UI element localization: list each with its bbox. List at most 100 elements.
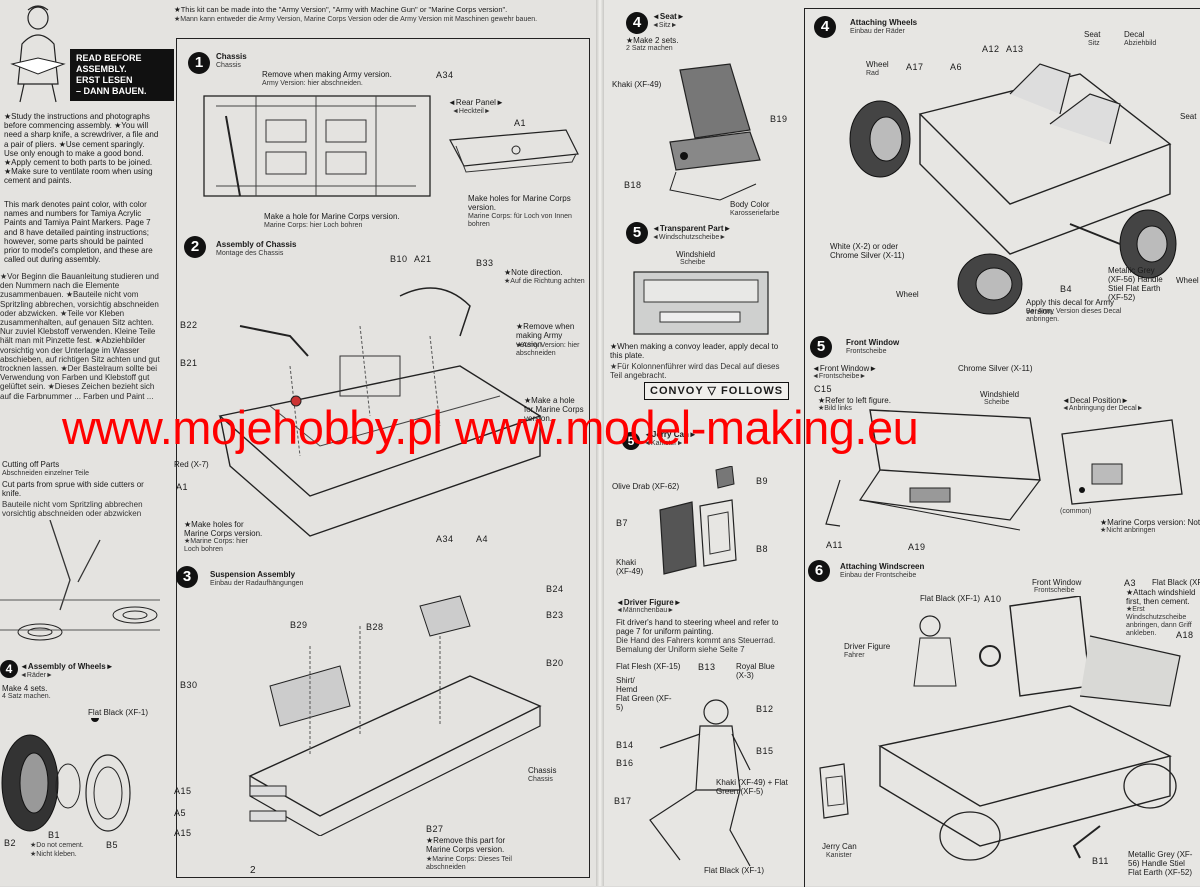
chassis-label-de: Chassis (528, 776, 553, 783)
chassis-label: Chassis (528, 766, 557, 775)
royal-blue-label: Royal Blue (X-3) (736, 662, 775, 680)
step-6-title: Attaching Windscreen (840, 562, 925, 571)
intro-tips-german: ★Vor Beginn die Bauanleitung studieren u… (0, 272, 160, 401)
marine-holes-note-de: Marine Corps: für Loch von Innen bohren (468, 213, 572, 228)
marine-holes-note-2-de: ★Marine Corps: hier Loch bohren (184, 538, 248, 553)
step-3-number: 3 (176, 566, 198, 588)
seat-drawing (669, 63, 761, 201)
step-1-number: 1 (188, 52, 210, 74)
step-5-window-title: Front Window (846, 338, 900, 347)
decal-position-label: ◄Decal Position► (1062, 396, 1129, 405)
seat-make-note: ★Make 2 sets. (626, 36, 679, 45)
step-4-seat-title: ◄Seat► (652, 12, 685, 21)
marine-remove-note-de: ★Marine Corps: Dieses Teil abschneiden (426, 856, 512, 871)
marine-not-used-note: ★Marine Corps version: Not used. (1100, 518, 1200, 527)
part-label: B27 (426, 824, 444, 834)
part-label: B23 (546, 610, 564, 620)
left-page (0, 0, 600, 886)
top-note-de: ★Mann kann entweder die Army Version, Ma… (174, 16, 538, 23)
wheel-label-3: Wheel (1176, 276, 1199, 285)
step-5-transparent-title-de: ◄Windschutzscheibe► (652, 234, 727, 241)
part-label: B1 (48, 830, 61, 840)
part-label: B9 (756, 476, 769, 486)
step-3-title-de: Einbau der Radaufhängungen (210, 580, 304, 587)
step-4-wheels-number: 4 (0, 660, 18, 678)
front-window-label-2: Front Window (1032, 578, 1082, 587)
flat-black-label-2: Flat Black (XF-1) (1152, 578, 1200, 587)
cutting-illustration (0, 520, 160, 641)
decal-position-label-de: ◄Anbringung der Decal► (1062, 405, 1144, 412)
step-5-window-title-de: Frontscheibe (846, 348, 887, 355)
front-window-drawing (825, 409, 1041, 531)
part-label: B8 (756, 544, 769, 554)
step-2-number: 2 (184, 236, 206, 258)
driver-note-de: Die Hand des Fahrers kommt ans Steuerrad… (616, 636, 776, 655)
part-label: B4 (1060, 284, 1073, 294)
read-before-line: ERST LESEN (76, 75, 133, 85)
wheel-label: Wheel (866, 60, 889, 69)
body-color-label: Body Color (730, 200, 770, 209)
part-label: A3 (1124, 578, 1137, 588)
khaki-green-label: Khaki (XF-49) + Flat Green (XF-5) (716, 778, 788, 796)
part-label: B21 (180, 358, 198, 368)
driver-figure-label: Driver Figure (844, 642, 891, 651)
khaki-paint-label: Khaki (XF-49) (612, 80, 662, 89)
part-label: B20 (546, 658, 564, 668)
decal-position-drawing (1061, 419, 1183, 505)
front-window-label-de: ◄Frontscheibe► (812, 373, 867, 380)
olive-drab-label: Olive Drab (XF-62) (612, 482, 680, 491)
assembled-chassis-drawing (218, 287, 542, 537)
step-5-jerry-can-title: ◄Jerry Can► (644, 430, 697, 439)
step-panel-border (176, 38, 590, 878)
top-note-en: ★This kit can be made into the "Army Ver… (174, 5, 508, 14)
part-label: A34 (436, 534, 454, 544)
step-4-attach-number: 4 (814, 16, 836, 38)
read-before-callout: READ BEFORE ASSEMBLY. ERST LESEN – DANN … (70, 49, 174, 101)
marine-hole-note: ★Make a hole for Marine Corps version. (524, 396, 584, 423)
part-label: A10 (984, 594, 1002, 604)
part-label: A12 (982, 44, 1000, 54)
refer-left-note-de: ★Bild links (818, 405, 852, 412)
flat-black-paint-label: Flat Black (XF-1) (88, 708, 149, 717)
read-before-line: ASSEMBLY. (76, 64, 127, 74)
cutting-title: Cutting off Parts (2, 460, 60, 469)
step-5-transparent-number: 5 (626, 222, 648, 244)
part-label: B30 (180, 680, 198, 690)
remove-army-note: ★Remove when making Army version. (516, 322, 575, 349)
part-label: B10 (390, 254, 408, 264)
marine-holes-note: Make holes for Marine Corps version. (468, 194, 571, 212)
step-4-wheels-title-de: ◄Räder► (20, 672, 53, 679)
step-4-seat-title-de: ◄Sitz► (652, 22, 678, 29)
attaching-wheels-drawing (849, 63, 1177, 315)
marine-not-used-note-de: ★Nicht anbringen (1100, 527, 1156, 534)
part-label: B11 (1092, 856, 1109, 866)
step-5-transparent-title: ◄Transparent Part► (652, 224, 732, 233)
jerry-can-label: Jerry Can (822, 842, 857, 851)
white-chrome-label: White (X-2) or oder Chrome Silver (X-11) (830, 242, 905, 260)
step-4-wheels-title: ◄Assembly of Wheels► (20, 662, 114, 671)
attach-windshield-note: ★Attach windshield first, then cement. (1126, 588, 1196, 606)
part-label: B13 (698, 662, 716, 672)
seat-make-note-de: 2 Satz machen (626, 45, 673, 52)
intro-tips: ★Study the instructions and photographs … (4, 112, 159, 186)
paint-mark-note: This mark denotes paint color, with colo… (4, 200, 153, 265)
part-label: A13 (1006, 44, 1024, 54)
chrome-silver-label: Chrome Silver (X-11) (958, 364, 1033, 373)
driver-note: Fit driver's hand to steering wheel and … (616, 618, 779, 637)
jerry-can-label-de: Kanister (826, 852, 852, 859)
common-label: (common) (1060, 508, 1092, 515)
rear-panel-label: ◄Rear Panel► (448, 98, 504, 107)
decal-label-de: Abziehbild (1124, 40, 1157, 47)
front-window-label-2-de: Frontscheibe (1034, 587, 1075, 594)
reading-figure-illustration (10, 5, 66, 103)
part-label: A1 (514, 118, 527, 128)
marine-remove-note: ★Remove this part for Marine Corps versi… (426, 836, 506, 854)
refer-left-note: ★Refer to left figure. (818, 396, 891, 405)
step-4-wheels-make: Make 4 sets. (2, 684, 48, 693)
wheel-label-de: Rad (866, 70, 879, 77)
attaching-windscreen-drawing (878, 596, 1181, 861)
jerry-can-drawing (659, 466, 737, 575)
part-label: A34 (436, 70, 454, 80)
read-before-line: – DANN BAUEN. (76, 86, 147, 96)
part-label: B14 (616, 740, 634, 750)
